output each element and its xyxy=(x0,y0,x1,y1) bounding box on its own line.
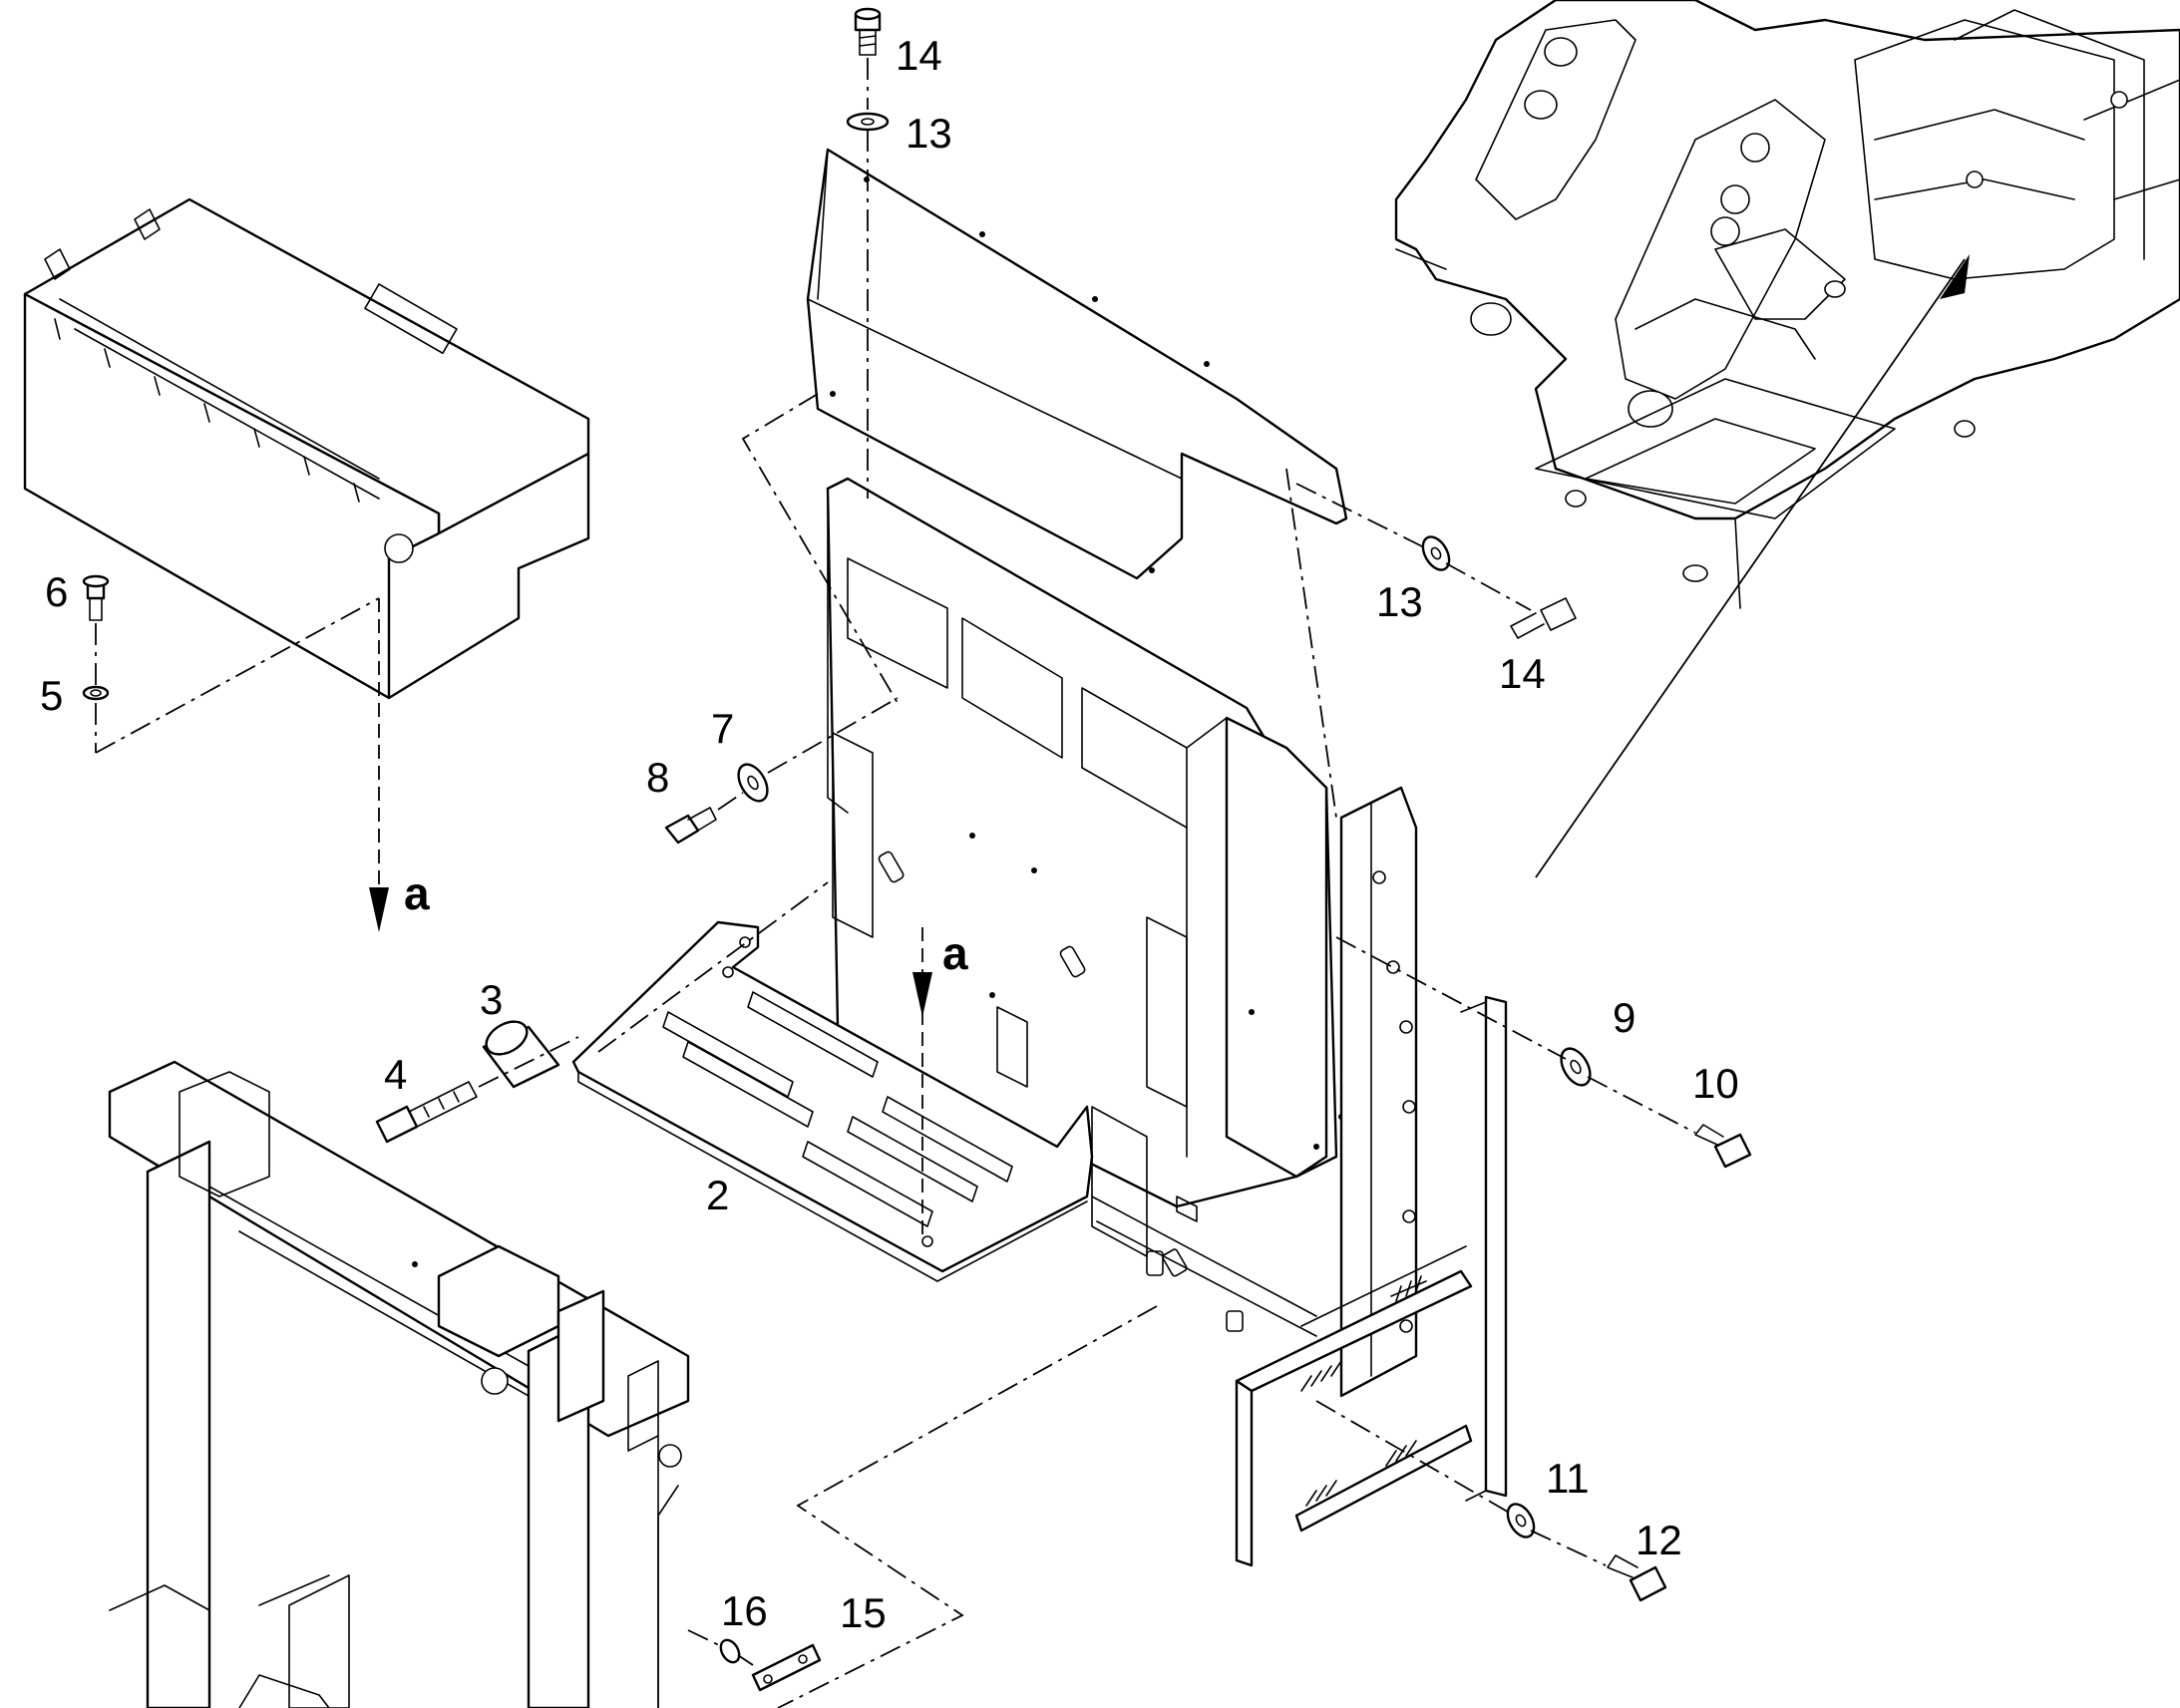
callout-16: 16 xyxy=(721,1587,768,1634)
step-platform xyxy=(571,920,1094,1282)
callout-8: 8 xyxy=(646,754,669,801)
rubber-mount-3 xyxy=(482,1020,560,1089)
callout-labels: 2 3 4 5 6 7 8 9 10 11 12 13 13 14 14 15 … xyxy=(40,32,1739,1636)
callout-5: 5 xyxy=(40,672,63,719)
view-marker-left: a xyxy=(404,867,430,919)
callout-2: 2 xyxy=(706,1172,729,1218)
callout-12: 12 xyxy=(1635,1517,1682,1563)
bolt-8-washer-7 xyxy=(664,697,899,845)
lower-left-frame xyxy=(108,1060,690,1708)
callout-11: 11 xyxy=(1546,1455,1590,1502)
bolt-14-right xyxy=(1295,483,1577,639)
view-markers: a a xyxy=(404,867,968,979)
machine-frame-inset xyxy=(1394,0,2180,878)
top-cover-plate xyxy=(806,130,1348,580)
cover-box xyxy=(23,197,590,932)
callout-13-top: 13 xyxy=(906,110,952,157)
callout-3: 3 xyxy=(480,976,503,1023)
bolt-12-washer-11 xyxy=(1315,1400,1667,1602)
view-marker-center: a xyxy=(942,927,968,979)
callout-7: 7 xyxy=(711,705,734,752)
callout-6: 6 xyxy=(45,568,68,615)
callout-10: 10 xyxy=(1692,1060,1739,1107)
callout-14-right: 14 xyxy=(1499,650,1546,697)
bolt-4 xyxy=(375,1036,579,1144)
callout-4: 4 xyxy=(384,1051,407,1098)
callout-13-right: 13 xyxy=(1376,578,1423,625)
side-bracket xyxy=(1339,786,1418,1398)
ladder xyxy=(1235,995,1508,1567)
callout-14-top: 14 xyxy=(896,32,942,79)
callout-15: 15 xyxy=(840,1589,887,1636)
bolt-14-top xyxy=(846,7,890,132)
assembly-leader-lines xyxy=(597,393,1337,1708)
plate-15-washer-16 xyxy=(687,1629,822,1692)
callout-9: 9 xyxy=(1613,994,1635,1041)
bolt-10-washer-9 xyxy=(1335,936,1752,1169)
bolt-6-washer-5 xyxy=(82,574,380,754)
